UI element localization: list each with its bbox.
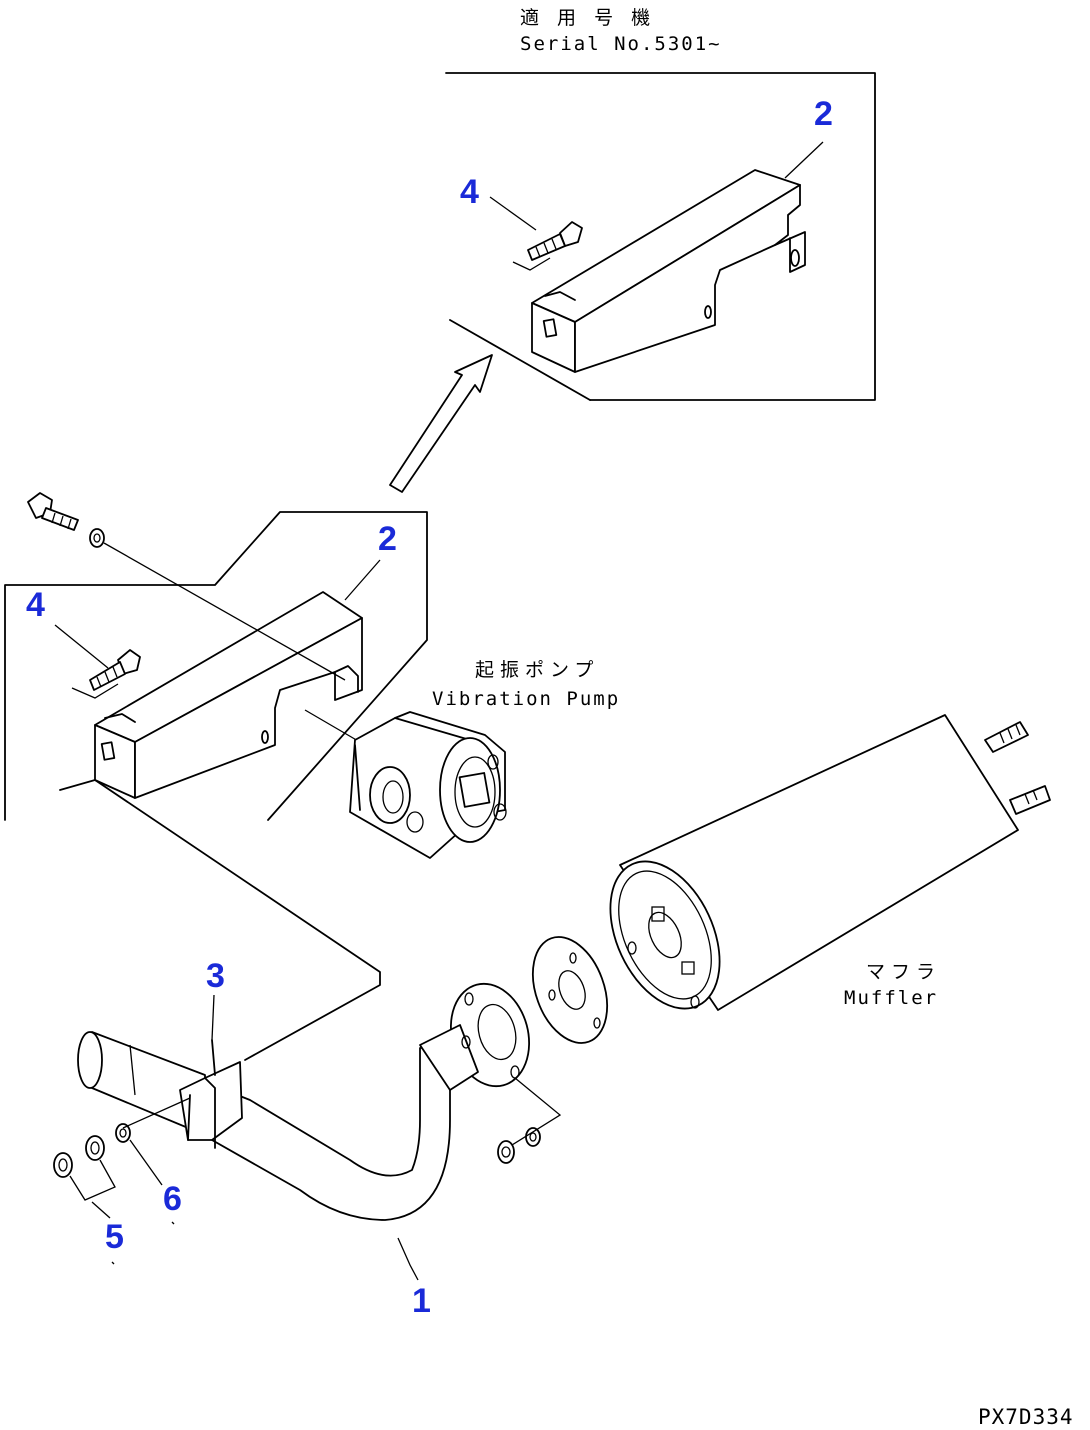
callout-2-upper: 2 <box>814 95 833 133</box>
callout-2-lower: 2 <box>378 520 397 558</box>
clamp <box>179 1039 243 1149</box>
bracket-upper <box>531 169 806 373</box>
detail-arrow <box>389 354 493 493</box>
leader-4-lower <box>54 624 109 669</box>
bolt-loose <box>27 492 105 548</box>
mount-guide-line <box>59 779 381 1061</box>
pump-label-en: Vibration Pump <box>432 688 620 710</box>
leader-4-upper <box>489 196 537 231</box>
bolt-lower <box>71 649 141 699</box>
nut-right <box>497 1077 562 1164</box>
drawing-code: PX7D334 <box>978 1405 1074 1429</box>
pump-label-jp: 起振ポンプ <box>475 659 599 681</box>
detail-frame-diagonal <box>449 319 591 401</box>
callout-4-lower: 4 <box>26 586 45 624</box>
callout-6: 6 <box>163 1180 182 1218</box>
muffler-label-jp: マフラ <box>866 961 941 983</box>
callout-4-upper: 4 <box>460 173 479 211</box>
tick-5 <box>111 1261 115 1265</box>
callout-1: 1 <box>412 1282 431 1320</box>
muffler <box>609 714 1051 1011</box>
leader-5 <box>91 1201 111 1219</box>
muffler-label-en: Muffler <box>844 987 938 1009</box>
callout-5: 5 <box>105 1218 124 1256</box>
washer-guide <box>122 1097 191 1129</box>
leader-6 <box>129 1139 163 1186</box>
callout-3: 3 <box>206 957 225 995</box>
leader-2-upper <box>784 141 824 179</box>
detail-frame <box>445 72 876 401</box>
gasket <box>532 936 608 1044</box>
leader-3 <box>211 994 215 1041</box>
leader-bolt-line <box>103 542 346 681</box>
lower-frame <box>4 511 428 821</box>
serial-note-en: Serial No.5301~ <box>520 33 722 55</box>
nuts-left <box>53 1135 116 1201</box>
bracket-lower <box>94 591 363 799</box>
vibration-pump <box>349 711 507 859</box>
exhaust-pipe <box>77 982 530 1221</box>
washer-left <box>115 1123 131 1143</box>
bolt-upper <box>512 221 583 271</box>
leader-1 <box>397 1237 419 1281</box>
leader-2-lower <box>344 559 381 601</box>
tick-6 <box>171 1221 175 1225</box>
serial-note-jp: 適 用 号 機 <box>520 7 656 29</box>
